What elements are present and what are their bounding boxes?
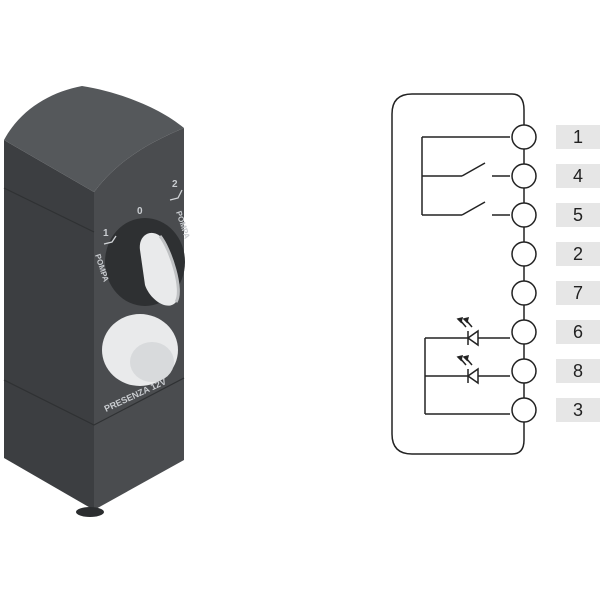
- terminal-label-bg: [556, 164, 600, 188]
- terminal-3: [511, 397, 537, 423]
- terminal-label-bg: [556, 281, 600, 305]
- terminal-2: [511, 241, 537, 267]
- terminal-1: [511, 124, 537, 150]
- terminal-6: [511, 319, 537, 345]
- rotary-knob-lever[interactable]: [139, 232, 179, 306]
- switch-contact-upper: [461, 162, 486, 177]
- terminal-number-4: 4: [573, 166, 583, 186]
- terminal-label-bg: [556, 125, 600, 149]
- position-0-label: 0: [137, 206, 143, 217]
- terminal-number-1: 1: [573, 127, 583, 147]
- switch-network: [421, 136, 510, 216]
- terminal-5: [511, 202, 537, 228]
- terminal-8: [511, 358, 537, 384]
- terminal-label-bg: [556, 320, 600, 344]
- terminal-number-6: 6: [573, 322, 583, 342]
- led-network: [424, 337, 510, 415]
- terminal-number-5: 5: [573, 205, 583, 225]
- terminal-label-bg: [556, 398, 600, 422]
- position-2-label: 2: [172, 179, 178, 190]
- position-1-label: 1: [103, 228, 109, 239]
- housing-seam-bottom: [3, 377, 185, 426]
- led-icon: [456, 354, 479, 385]
- terminal-group: 1 4 5 2 7 6 8 3: [511, 124, 600, 423]
- housing-foot: [76, 507, 104, 517]
- terminal-label-bg: [556, 359, 600, 383]
- housing-left-face: [4, 140, 94, 510]
- position-2-mark: [169, 189, 183, 201]
- position-1-mark: [103, 235, 117, 245]
- switch-contact-lower: [461, 201, 486, 216]
- push-button-shade: [130, 342, 174, 382]
- housing-top-face: [4, 86, 184, 192]
- terminal-number-2: 2: [573, 244, 583, 264]
- terminal-label-bg: [556, 203, 600, 227]
- led-icon: [456, 316, 479, 347]
- terminal-4: [511, 163, 537, 189]
- terminal-number-3: 3: [573, 400, 583, 420]
- knob-lever-shade: [158, 235, 180, 303]
- terminal-number-8: 8: [573, 361, 583, 381]
- enclosure-outline: [391, 93, 525, 455]
- terminal-number-7: 7: [573, 283, 583, 303]
- housing-seam-top: [3, 187, 95, 233]
- terminal-7: [511, 280, 537, 306]
- terminal-label-bg: [556, 242, 600, 266]
